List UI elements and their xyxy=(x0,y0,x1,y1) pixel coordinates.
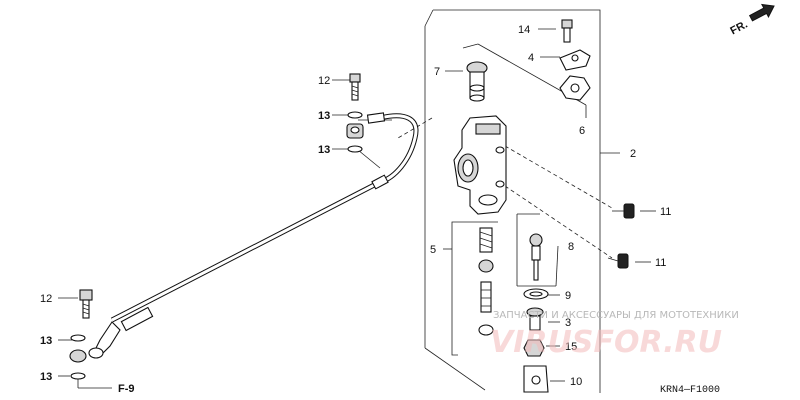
fr-label: FR. xyxy=(728,19,749,38)
label-3: 3 xyxy=(565,317,571,329)
label-5: 5 xyxy=(430,244,436,256)
label-2: 2 xyxy=(630,148,636,160)
reservoir-joint-7 xyxy=(466,61,488,102)
label-13-lower-a: 13 xyxy=(40,335,52,347)
label-10: 10 xyxy=(570,376,582,388)
label-14: 14 xyxy=(518,24,530,36)
washer-13-lower-b xyxy=(70,372,86,380)
part-labels: 14 4 7 12 13 6 13 2 11 5 8 11 9 3 12 13 … xyxy=(40,24,671,395)
bolt-11-upper xyxy=(612,203,635,219)
washer-13-upper-b xyxy=(347,145,363,153)
label-8: 8 xyxy=(568,241,574,253)
washer-13-lower-a xyxy=(70,334,86,342)
piston-spring xyxy=(479,227,493,253)
front-direction-arrow: FR. xyxy=(728,3,775,38)
rod-3 xyxy=(526,307,544,331)
bolt-12-lower xyxy=(79,289,93,319)
label-12-lower: 12 xyxy=(40,293,52,305)
brake-hose xyxy=(88,112,419,359)
bolt-11-lower xyxy=(607,253,629,269)
label-13-upper-a: 13 xyxy=(318,110,330,122)
bolt-12-upper xyxy=(349,73,361,101)
label-13-lower-b: 13 xyxy=(40,371,52,383)
joint-10 xyxy=(523,365,549,393)
label-11-upper: 11 xyxy=(660,206,671,218)
push-rod-8 xyxy=(529,233,543,281)
sub-bracket-5 xyxy=(443,221,498,356)
diagram-code: KRN4—F1000 xyxy=(660,385,720,396)
washer-13-upper-a xyxy=(347,111,363,119)
watermark-tagline: ЗАПЧАСТИ И АКСЕССУАРЫ ДЛЯ МОТОТЕХНИКИ xyxy=(493,310,739,321)
master-cylinder-body xyxy=(453,115,507,215)
label-6: 6 xyxy=(579,125,585,137)
watermark: ЗАПЧАСТИ И АКСЕССУАРЫ ДЛЯ МОТОТЕХНИКИ VI… xyxy=(490,310,739,360)
reservoir-cap-4 xyxy=(559,49,591,71)
boot-9 xyxy=(523,288,549,300)
label-f9: F-9 xyxy=(118,383,135,395)
label-7: 7 xyxy=(434,66,440,78)
label-13-upper-b: 13 xyxy=(318,144,330,156)
diaphragm-plate-6 xyxy=(559,75,591,101)
piston-seal xyxy=(478,324,494,336)
label-4: 4 xyxy=(528,52,534,64)
sub-bracket-8 xyxy=(516,213,559,287)
label-12-upper: 12 xyxy=(318,75,330,87)
banjo-fitting-lower xyxy=(69,349,87,363)
nut-15 xyxy=(523,339,545,357)
watermark-brand: VIRUSFOR.RU xyxy=(490,325,722,360)
leader-lines xyxy=(58,28,656,389)
label-11-lower: 11 xyxy=(655,257,666,269)
label-15: 15 xyxy=(565,341,577,353)
banjo-fitting-upper xyxy=(346,123,364,139)
bolt-14 xyxy=(561,19,573,43)
label-9: 9 xyxy=(565,290,571,302)
assembly-bracket xyxy=(424,9,620,393)
piston-rod xyxy=(480,281,492,313)
piston-cup xyxy=(478,259,494,273)
